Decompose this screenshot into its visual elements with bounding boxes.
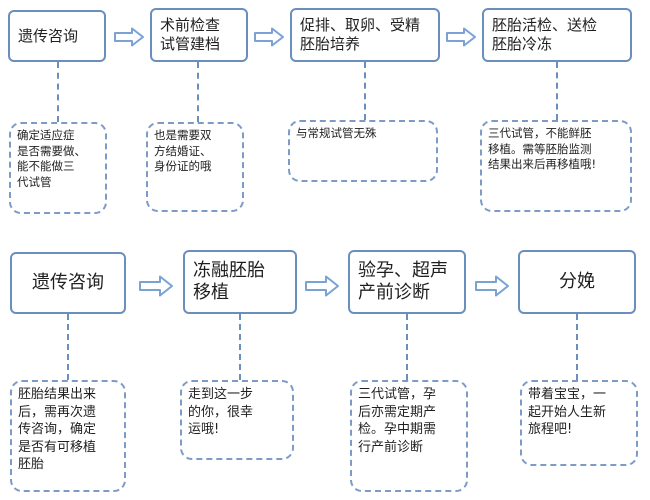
dashed-connector (364, 62, 366, 120)
right-arrow-icon (305, 275, 339, 297)
note-text: 也是需要双 方结婚证、 身份证的哦 (154, 128, 212, 174)
dashed-connector (197, 62, 199, 122)
step-genetic-counseling-1: 遗传咨询 (8, 10, 106, 62)
note-same-as-regular-ivf: 与常规试管无殊 (288, 120, 438, 182)
note-marriage-id-required: 也是需要双 方结婚证、 身份证的哦 (146, 122, 244, 212)
step-label: 术前检查 试管建档 (160, 16, 221, 53)
note-recounsel-after-results: 胚胎结果出来 后，需再次遗 传咨询，确定 是否有可移植 胚胎 (10, 380, 126, 492)
right-arrow-icon (254, 27, 284, 47)
note-text: 走到这一步 的你，很幸 运哦! (188, 387, 254, 438)
step-stimulation-retrieval-fertilization: 促排、取卵、受精 胚胎培养 (290, 8, 440, 62)
note-no-fresh-transfer: 三代试管，不能鲜胚 移植。需等胚胎监测 结果出来后再移植哦! (480, 120, 632, 212)
dashed-connector (67, 314, 69, 380)
step-pregnancy-test-prenatal: 验孕、超声 产前诊断 (348, 250, 466, 314)
note-new-journey-with-baby: 带着宝宝，一 起开始人生新 旅程吧! (520, 380, 638, 466)
note-text: 带着宝宝，一 起开始人生新 旅程吧! (528, 387, 607, 438)
step-label: 验孕、超声 产前诊断 (358, 259, 448, 304)
step-preop-check-file: 术前检查 试管建档 (150, 8, 248, 62)
note-text: 三代试管，孕 后亦需定期产 检。孕中期需 行产前诊断 (358, 387, 437, 455)
note-text: 胚胎结果出来 后，需再次遗 传咨询，确定 是否有可移植 胚胎 (18, 387, 97, 473)
note-regular-prenatal-checks: 三代试管，孕 后亦需定期产 检。孕中期需 行产前诊断 (350, 380, 468, 492)
note-confirm-indication: 确定适应症 是否需要做、 能不能做三 代试管 (9, 122, 107, 214)
step-delivery: 分娩 (518, 250, 636, 314)
note-text: 三代试管，不能鲜胚 移植。需等胚胎监测 结果出来后再移植哦! (488, 126, 597, 172)
dashed-connector (239, 314, 241, 380)
note-text: 确定适应症 是否需要做、 能不能做三 代试管 (17, 128, 86, 189)
step-label: 胚胎活检、送检 胚胎冷冻 (492, 16, 598, 53)
right-arrow-icon (139, 275, 173, 297)
step-label: 冻融胚胎 移植 (193, 259, 265, 304)
dashed-connector (406, 314, 408, 380)
step-embryo-biopsy-freeze: 胚胎活检、送检 胚胎冷冻 (482, 8, 632, 62)
dashed-connector (576, 314, 578, 380)
right-arrow-icon (114, 27, 144, 47)
dashed-connector (57, 62, 59, 122)
step-label: 分娩 (559, 270, 595, 292)
step-label: 遗传咨询 (18, 26, 79, 45)
note-lucky-to-get-here: 走到这一步 的你，很幸 运哦! (180, 380, 294, 460)
right-arrow-icon (446, 27, 476, 47)
note-text: 与常规试管无殊 (296, 126, 377, 140)
step-frozen-embryo-transfer: 冻融胚胎 移植 (183, 250, 297, 314)
step-genetic-counseling-2: 遗传咨询 (10, 252, 126, 314)
step-label: 促排、取卵、受精 胚胎培养 (300, 16, 421, 53)
dashed-connector (556, 62, 558, 120)
right-arrow-icon (475, 275, 509, 297)
step-label: 遗传咨询 (32, 271, 104, 293)
